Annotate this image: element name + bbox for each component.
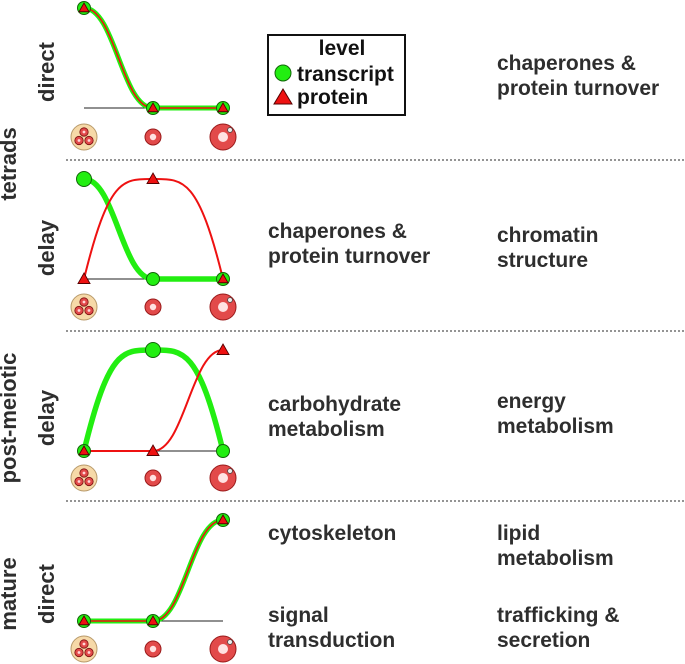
tetrad-nucleus xyxy=(77,309,81,312)
protein-point xyxy=(78,615,90,626)
immature-pollen-icon xyxy=(144,469,162,487)
protein-point xyxy=(78,445,90,456)
stage-label-mature: mature xyxy=(0,557,21,630)
pollen-nucleus xyxy=(149,474,157,482)
stage-label-tetrads: tetrads xyxy=(0,127,21,200)
protein-point xyxy=(147,102,159,113)
pollen-nucleus xyxy=(149,303,157,311)
pollen-nucleus xyxy=(149,133,157,141)
immature-pollen-icon xyxy=(144,640,162,658)
protein-curve xyxy=(83,349,224,452)
tetrad-cell-icon xyxy=(70,123,98,151)
pollen-nucleus xyxy=(218,132,228,142)
protein-point xyxy=(217,273,229,284)
pollen-generative-cell xyxy=(227,468,233,474)
pollen-nucleus xyxy=(218,473,228,483)
transcript-curve xyxy=(81,347,226,454)
row-label-direct-4: direct xyxy=(34,563,59,624)
legend-protein-label: protein xyxy=(297,86,368,109)
legend-title: level xyxy=(319,37,366,60)
mature-pollen-icon xyxy=(209,293,237,321)
protein-point xyxy=(216,343,230,355)
mature-pollen-icon xyxy=(209,123,237,151)
tetrad-cell-icon xyxy=(70,464,98,492)
transcript-point xyxy=(145,342,161,358)
protein-point xyxy=(146,444,160,456)
category-text: trafficking &secretion xyxy=(497,604,620,652)
tetrad-nucleus xyxy=(87,651,91,654)
category-text: cytoskeleton xyxy=(268,522,396,545)
pollen-nucleus xyxy=(218,644,228,654)
transcript-curve xyxy=(81,517,226,624)
pollen-generative-cell xyxy=(227,639,233,645)
mature-pollen-icon xyxy=(209,464,237,492)
tetrad-nucleus xyxy=(82,130,86,134)
row-label-delay-3: delay xyxy=(34,389,59,446)
immature-pollen-icon xyxy=(144,298,162,316)
legend-transcript-label: transcript xyxy=(297,63,394,86)
immature-pollen-icon xyxy=(144,128,162,146)
mature-pollen-icon xyxy=(209,635,237,663)
expression-panels xyxy=(70,1,237,663)
tetrad-nucleus xyxy=(82,471,86,475)
tetrad-nucleus xyxy=(82,642,86,646)
tetrad-nucleus xyxy=(77,139,81,142)
row-label-delay-2: delay xyxy=(34,219,59,276)
row-label-direct-1: direct xyxy=(34,41,59,102)
pollen-generative-cell xyxy=(227,127,233,133)
stage-label-post-meiotic: post-meiotic xyxy=(0,353,21,484)
legend: level transcript protein xyxy=(267,34,406,116)
protein-point xyxy=(217,102,229,113)
tetrad-nucleus xyxy=(87,139,91,142)
pollen-nucleus xyxy=(218,302,228,312)
transcript-legend-icon xyxy=(274,64,292,82)
tetrad-nucleus xyxy=(77,480,81,483)
category-text: chaperones &protein turnover xyxy=(497,52,659,100)
category-text: chaperones &protein turnover xyxy=(268,220,430,268)
transcript-curve xyxy=(81,5,226,111)
protein-legend-icon xyxy=(273,88,293,105)
tetrad-nucleus xyxy=(77,651,81,654)
protein-point xyxy=(77,272,91,284)
transcript-point xyxy=(146,272,160,286)
protein-point xyxy=(217,514,229,525)
protein-point xyxy=(147,615,159,626)
protein-point xyxy=(78,2,90,13)
tetrad-cell-icon xyxy=(70,635,98,663)
transcript-point xyxy=(216,444,230,458)
transcript-point xyxy=(76,171,92,187)
transcript-curve xyxy=(81,176,226,282)
protein-point xyxy=(146,172,160,184)
pollen-nucleus xyxy=(149,645,157,653)
tetrad-cell-icon xyxy=(70,293,98,321)
tetrad-nucleus xyxy=(87,309,91,312)
tetrad-nucleus xyxy=(87,480,91,483)
pollen-generative-cell xyxy=(227,297,233,303)
tetrad-nucleus xyxy=(82,300,86,304)
